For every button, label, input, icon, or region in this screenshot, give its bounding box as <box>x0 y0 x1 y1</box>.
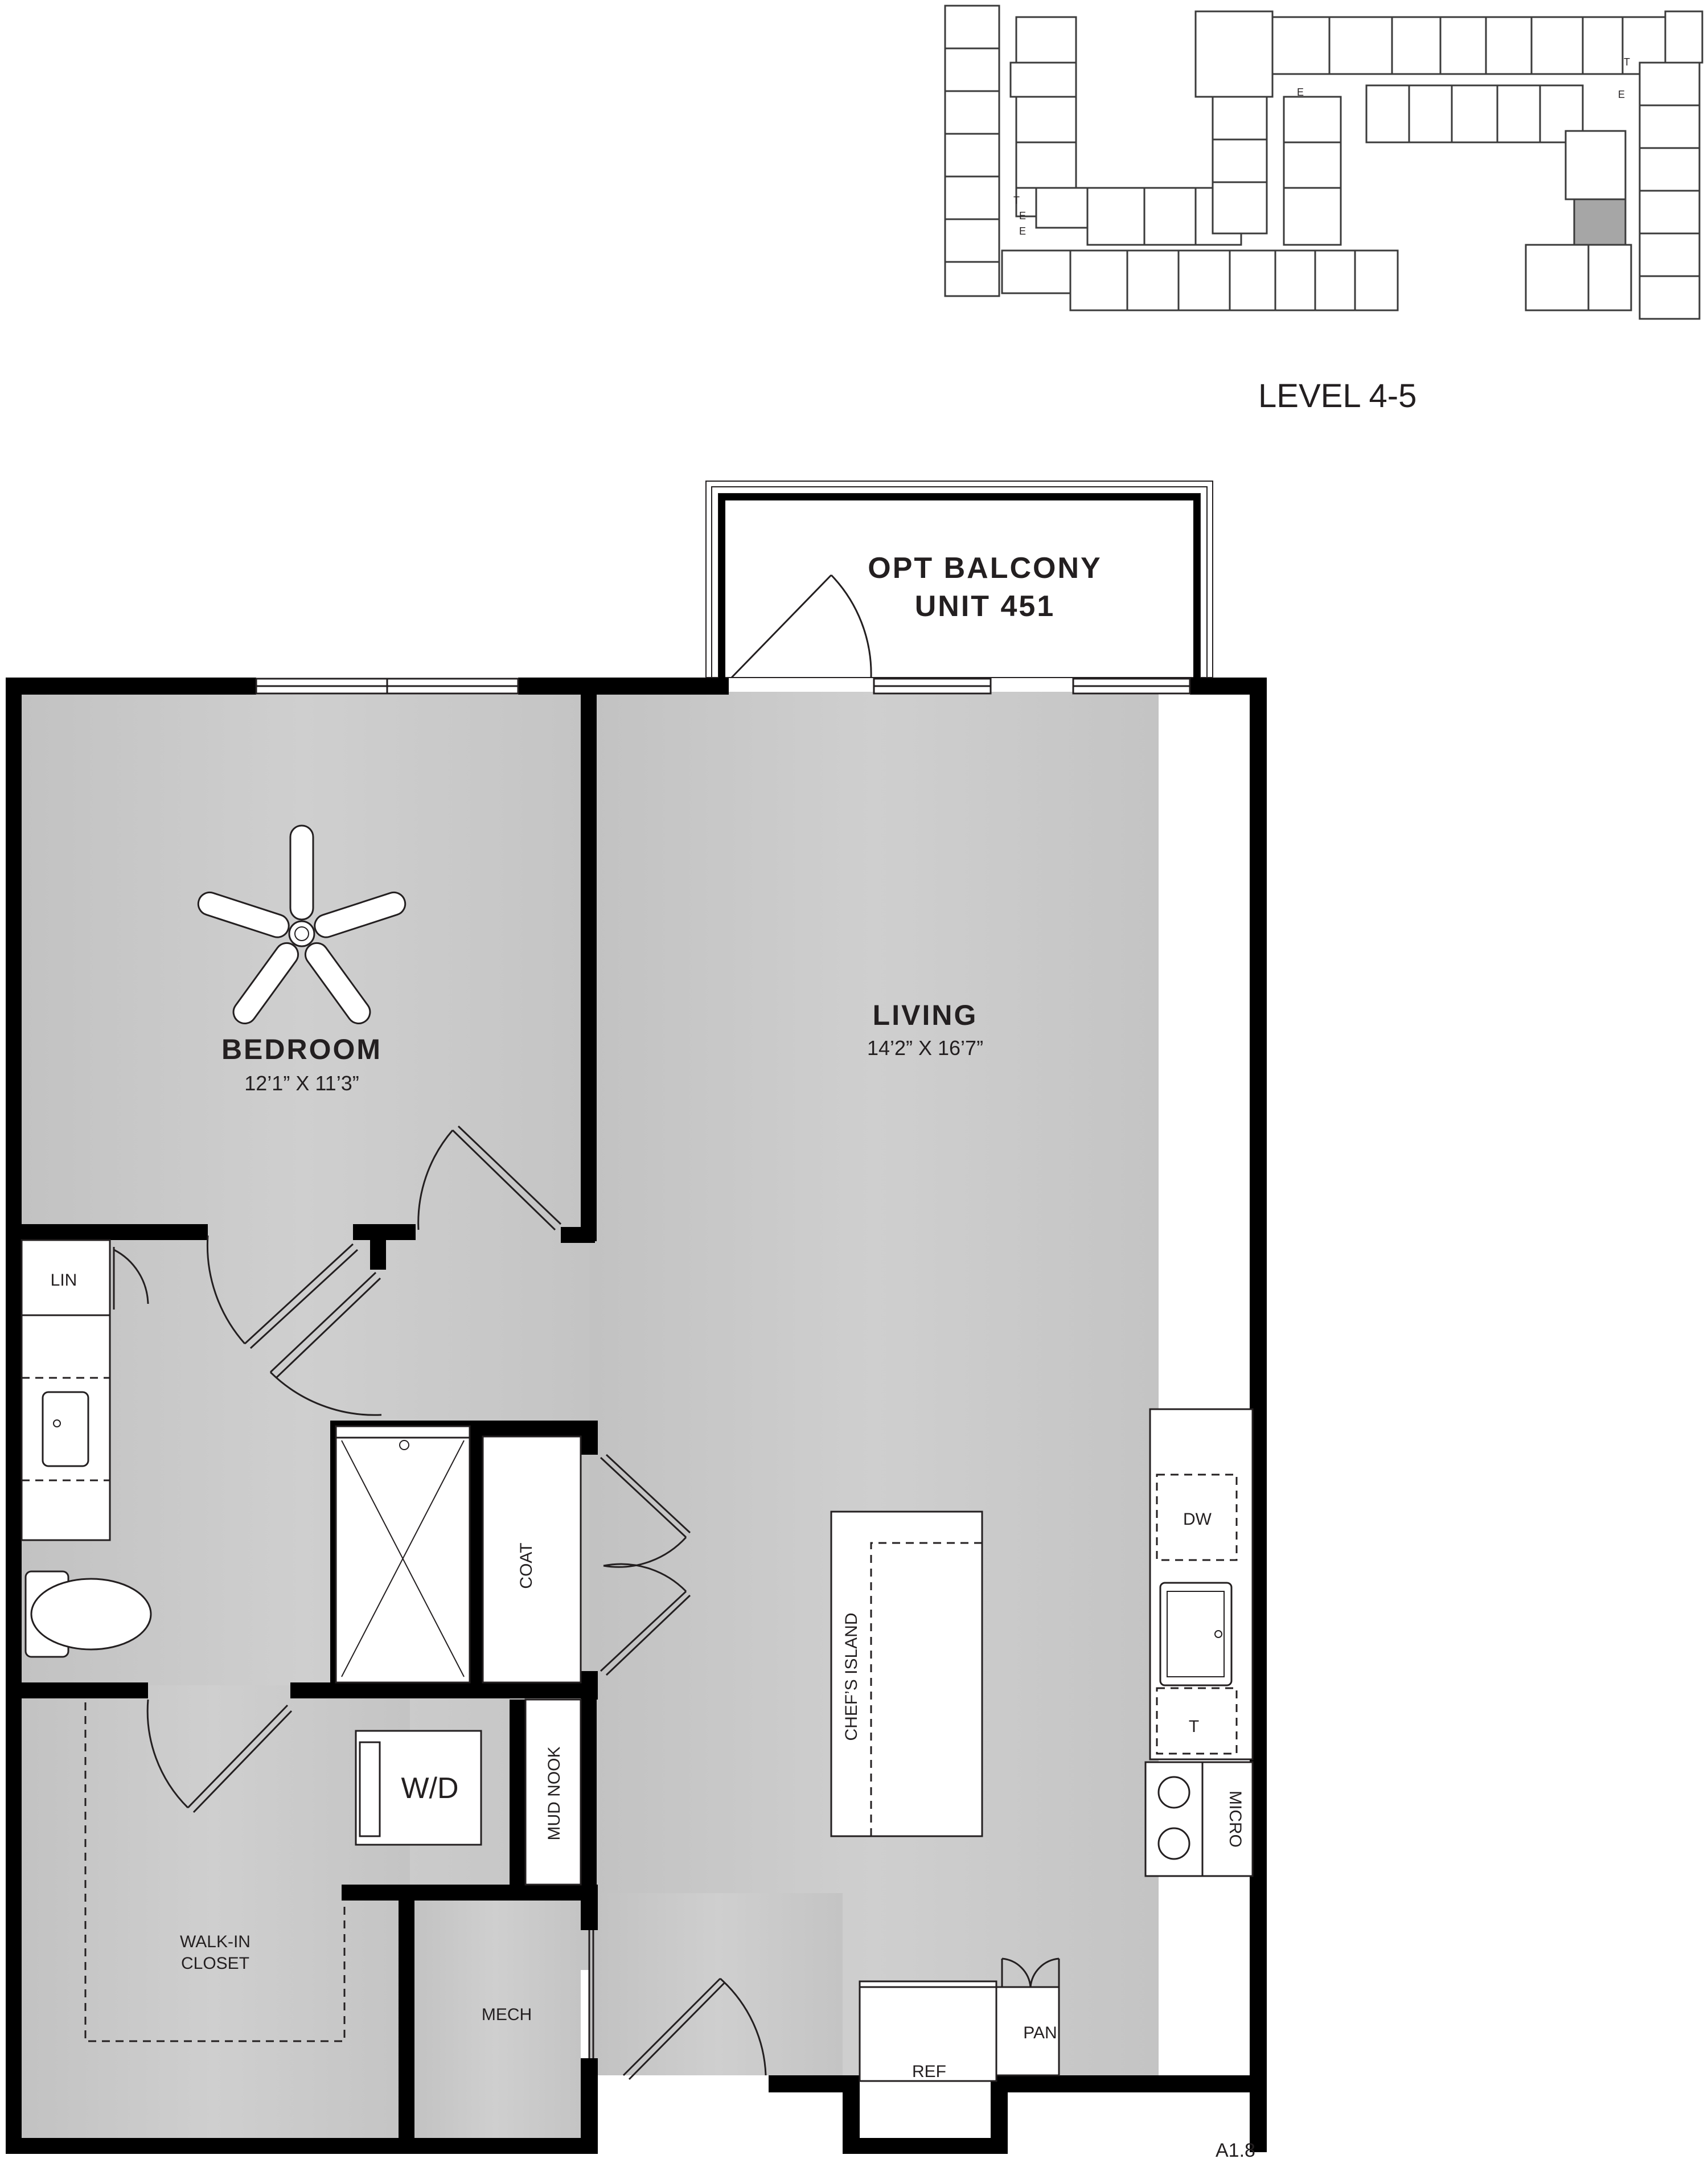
balcony-label: OPT BALCONY <box>868 552 1102 585</box>
living-label: LIVING <box>873 999 978 1031</box>
fixtures <box>20 1239 1254 2082</box>
key-plan: T E T E E E <box>944 5 1703 320</box>
pantry <box>995 1986 1060 2076</box>
key-marker-2: E <box>1297 87 1304 98</box>
shower <box>335 1425 471 1684</box>
floor-fill <box>17 692 1159 2146</box>
living-dims: 14’2” X 16’7” <box>867 1036 983 1060</box>
key-marker-5: E <box>1019 225 1026 237</box>
lin-label: LIN <box>51 1271 77 1290</box>
doors <box>113 574 1060 2080</box>
closet-label-2: CLOSET <box>181 1954 249 1973</box>
plan-code: A1.8 <box>1216 2140 1255 2161</box>
mud-nook <box>524 1698 582 1886</box>
kitchen-sink <box>1159 1582 1233 1686</box>
coat-label: COAT <box>517 1542 536 1589</box>
micro-label: MICRO <box>1226 1791 1245 1848</box>
pan-label: PAN <box>1023 2024 1057 2042</box>
level-label: LEVEL 4-5 <box>1258 377 1417 414</box>
ref-label: REF <box>912 2062 946 2081</box>
key-plan-unit-highlight <box>1573 198 1627 249</box>
key-marker-4: E <box>1019 210 1026 221</box>
refrigerator <box>859 1983 997 2082</box>
ceiling-fan-icon <box>197 824 407 1025</box>
windows <box>255 678 1191 695</box>
closet-label-1: WALK-IN <box>180 1932 251 1951</box>
dw-label: DW <box>1183 1510 1212 1529</box>
microwave <box>1201 1761 1254 1877</box>
island-label: CHEF’S ISLAND <box>842 1612 861 1741</box>
key-marker-1: T <box>1624 56 1630 68</box>
key-marker-6: E <box>1618 89 1625 100</box>
bedroom-label: BEDROOM <box>221 1033 382 1065</box>
mud-nook-label: MUD NOOK <box>545 1747 564 1841</box>
chefs-island <box>830 1511 983 1837</box>
wd-label: W/D <box>401 1772 458 1805</box>
bedroom-dims: 12’1” X 11’3” <box>244 1072 359 1095</box>
room-labels: OPT BALCONY UNIT 451 LIVING 14’2” X 16’7… <box>51 552 1255 2161</box>
unit-number: UNIT 451 <box>915 590 1056 623</box>
bath-sink <box>42 1391 89 1467</box>
key-marker-3: T <box>1013 195 1020 206</box>
trash-label: T <box>1189 1717 1199 1736</box>
mech-label: MECH <box>482 2005 532 2024</box>
coat-closet <box>482 1435 582 1684</box>
